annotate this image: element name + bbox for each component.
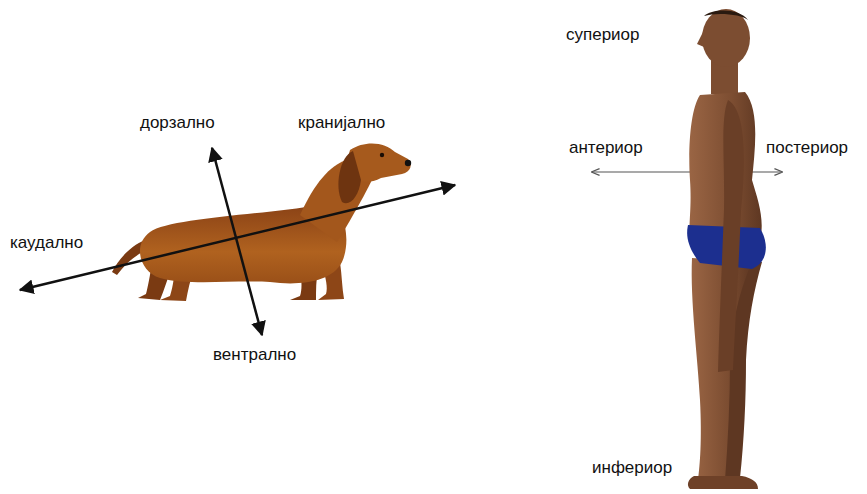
axis-arrow	[592, 171, 782, 172]
direction-label: антериор	[569, 138, 643, 158]
direction-label: инфериор	[592, 458, 672, 478]
human-figure	[687, 9, 766, 489]
direction-label: супериор	[566, 25, 640, 45]
direction-label: каудално	[10, 233, 83, 253]
direction-label: кранијално	[298, 113, 385, 133]
direction-label: постериор	[766, 138, 848, 158]
axis-arrow	[20, 185, 455, 290]
axis-arrow	[212, 148, 262, 335]
direction-label: вентрално	[213, 345, 296, 365]
dog-figure	[112, 143, 411, 301]
direction-label: дорзално	[140, 113, 215, 133]
